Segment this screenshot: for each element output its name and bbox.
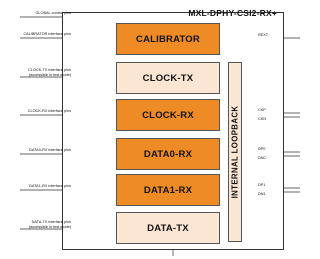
internal-loopback-bar [228, 62, 242, 242]
ckn-label: CKN [258, 117, 267, 121]
rext-label: REXT [258, 33, 269, 37]
dn0-label: DN0 [258, 156, 266, 160]
data0-rx-pins-label: DATA0-RX interface pins [29, 148, 71, 152]
clock-tx-pins-label: CLOCK-TX interface pins [28, 68, 71, 72]
clock-tx-block: CLOCK-TX [116, 62, 220, 94]
clock-tx-test-mode-label: (accessible in test mode) [29, 72, 71, 77]
clock-rx-block: CLOCK-RX [116, 99, 220, 131]
data-tx-pins-label: DATA-TX interface pins [31, 220, 71, 224]
data1-rx-pins-label: DATA1-RX interface pins [29, 184, 71, 188]
calibrator-pins-label: CALIBRATOR interface pins [23, 32, 71, 36]
dn1-label: DN1 [258, 192, 266, 196]
chip-title: MXL-DPHY-CSI2-RX+ [188, 8, 277, 18]
data1-rx-block: DATA1-RX [116, 174, 220, 206]
data0-rx-block: DATA0-RX [116, 138, 220, 170]
ckp-label: CKP [258, 108, 266, 112]
data-tx-block: DATA-TX [116, 212, 220, 244]
dp0-label: DP0 [258, 147, 266, 151]
data-tx-test-mode-label: (accessible in test mode) [29, 224, 71, 229]
calibrator-block: CALIBRATOR [116, 23, 220, 55]
internal-loopback-label: INTERNAL LOOPBACK [230, 105, 240, 199]
clock-rx-pins-label: CLOCK-RX interface pins [27, 109, 71, 113]
global-pins-label: GLOBAL control pins [35, 11, 71, 15]
dp1-label: DP1 [258, 183, 266, 187]
